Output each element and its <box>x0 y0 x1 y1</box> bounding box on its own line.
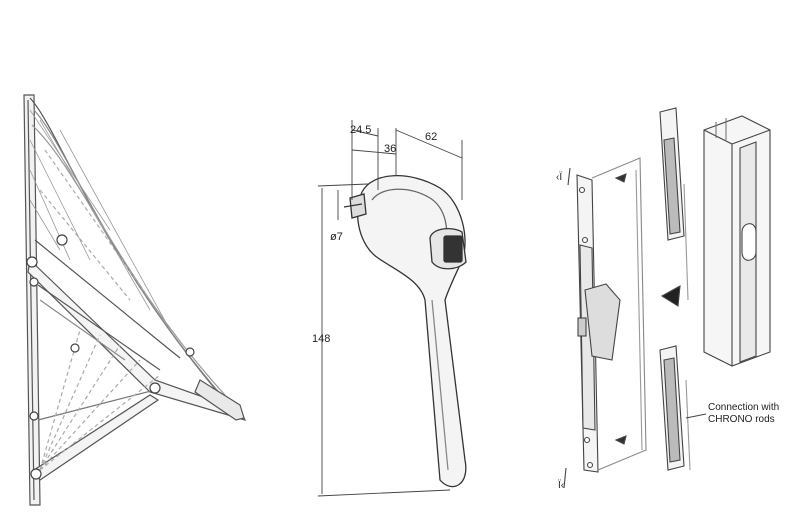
dim-148-label: 148 <box>312 333 330 345</box>
dim-diam7-label: ø7 <box>330 231 343 243</box>
aluminium-profile-drawing <box>703 115 771 367</box>
gear-bottom-mark: Ï‹ <box>558 479 564 491</box>
dim-36-label: 36 <box>384 143 396 155</box>
handle-dimensions <box>317 120 463 497</box>
window-handle-drawing <box>343 175 467 488</box>
dim-62-label: 62 <box>425 131 437 143</box>
friction-stay-drawing <box>23 94 247 506</box>
caption-line-2: CHRONO rods <box>708 414 775 425</box>
gear-top-mark: ‹Ï <box>556 171 562 183</box>
gearbox-drawing <box>563 157 681 489</box>
dim-24-5-label: 24.5 <box>350 124 371 136</box>
caption-line-1: Connection with <box>708 402 779 413</box>
caption-leader <box>685 413 707 419</box>
chrono-rods-drawing <box>659 107 691 471</box>
